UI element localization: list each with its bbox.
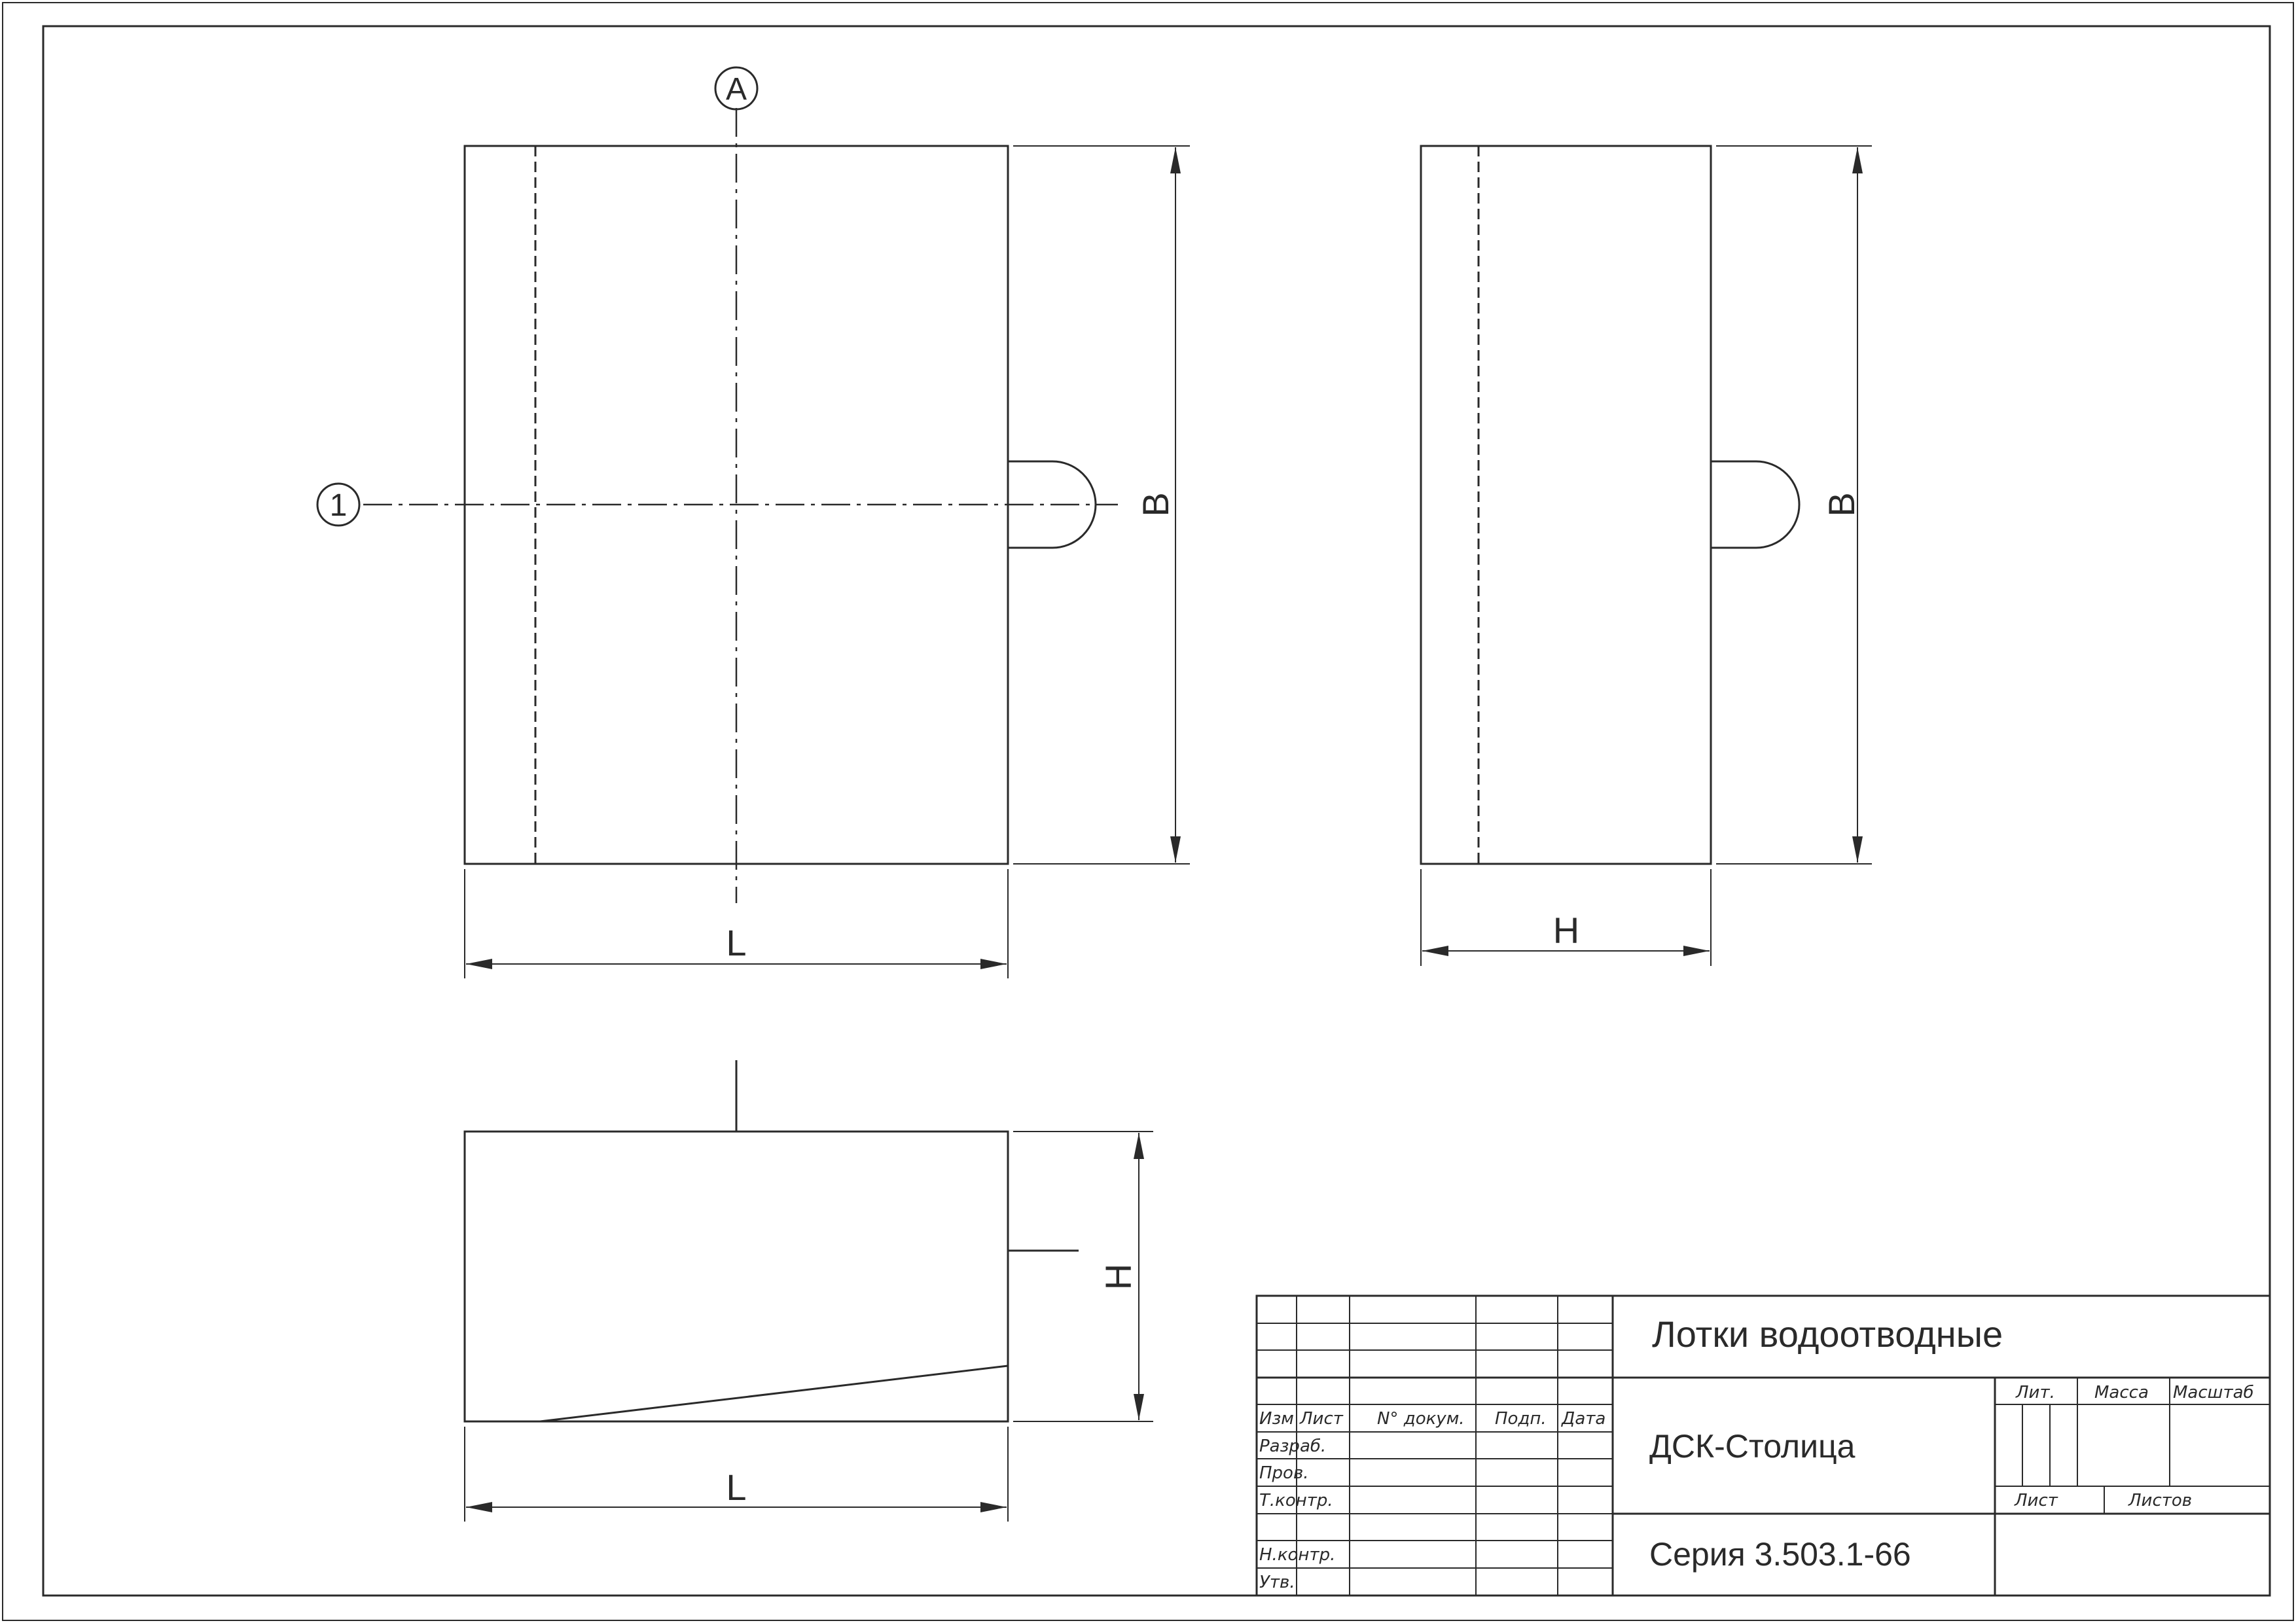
tb-title: Лотки водоотводные [1652,1313,2003,1355]
side-b-arrow-top [1852,147,1863,173]
tb-info-sheet: Лист [2014,1491,2058,1510]
plan-b-arrow-bottom [1170,836,1181,863]
side-outline [1420,145,1712,865]
plan-b-dim-label: B [1135,492,1176,516]
tb-series: Серия 3.503.1-66 [1649,1536,1911,1573]
front-h-dim-label: H [1098,1264,1139,1290]
tb-head-change: Изм [1259,1409,1294,1429]
tb-info-scale: Масштаб [2173,1383,2254,1402]
tb-head-date: Дата [1561,1409,1605,1429]
side-view: B H [1420,145,1872,966]
front-h-arrow-bottom [1134,1394,1144,1420]
tb-row-approved: Утв. [1259,1573,1295,1592]
title-block: Изм Лист N° докум. Подп. Дата Разраб. Пр… [1255,1294,2271,1597]
tb-row-tech-control: Т.контр. [1259,1491,1333,1510]
axis-1-label: 1 [330,488,348,523]
tb-head-doc-number: N° докум. [1377,1409,1465,1429]
plan-l-arrow-right [980,959,1007,969]
side-b-arrow-bottom [1852,836,1863,863]
plan-l-arrow-left [466,959,492,969]
side-b-dim-label: B [1821,492,1862,516]
plan-view: A 1 B L [316,66,1190,978]
front-view: H L [463,1060,1153,1522]
side-outlet [1711,460,1801,549]
front-slope-line [539,1364,1009,1423]
drawing-frame [42,25,2271,1597]
tb-info-sheets: Листов [2128,1491,2192,1510]
side-h-arrow-left [1422,946,1448,956]
tb-info-letter: Лит. [2015,1383,2055,1402]
plan-l-dim-label: L [726,922,746,963]
axis-a-label: A [726,72,747,107]
tb-row-developed: Разраб. [1259,1436,1326,1456]
tb-row-norm-control: Н.контр. [1259,1545,1335,1565]
axis-1-marker [316,482,361,527]
side-h-arrow-right [1683,946,1710,956]
plan-b-arrow-top [1170,147,1181,173]
tb-info-mass: Масса [2094,1383,2149,1402]
axis-a-marker [714,66,759,111]
tb-head-sheet: Лист [1299,1409,1344,1429]
tb-row-checked: Пров. [1259,1463,1309,1483]
front-outline [463,1130,1009,1423]
title-block-frame [1255,1294,2271,1597]
front-l-dim-label: L [726,1467,746,1508]
tb-head-signature: Подп. [1495,1409,1547,1429]
front-h-arrow-top [1134,1133,1144,1159]
side-h-dim-label: H [1553,910,1579,951]
tb-organization: ДСК-Столица [1649,1428,1856,1465]
front-l-arrow-left [466,1502,492,1512]
plan-outlet [1008,460,1097,549]
front-l-arrow-right [980,1502,1007,1512]
